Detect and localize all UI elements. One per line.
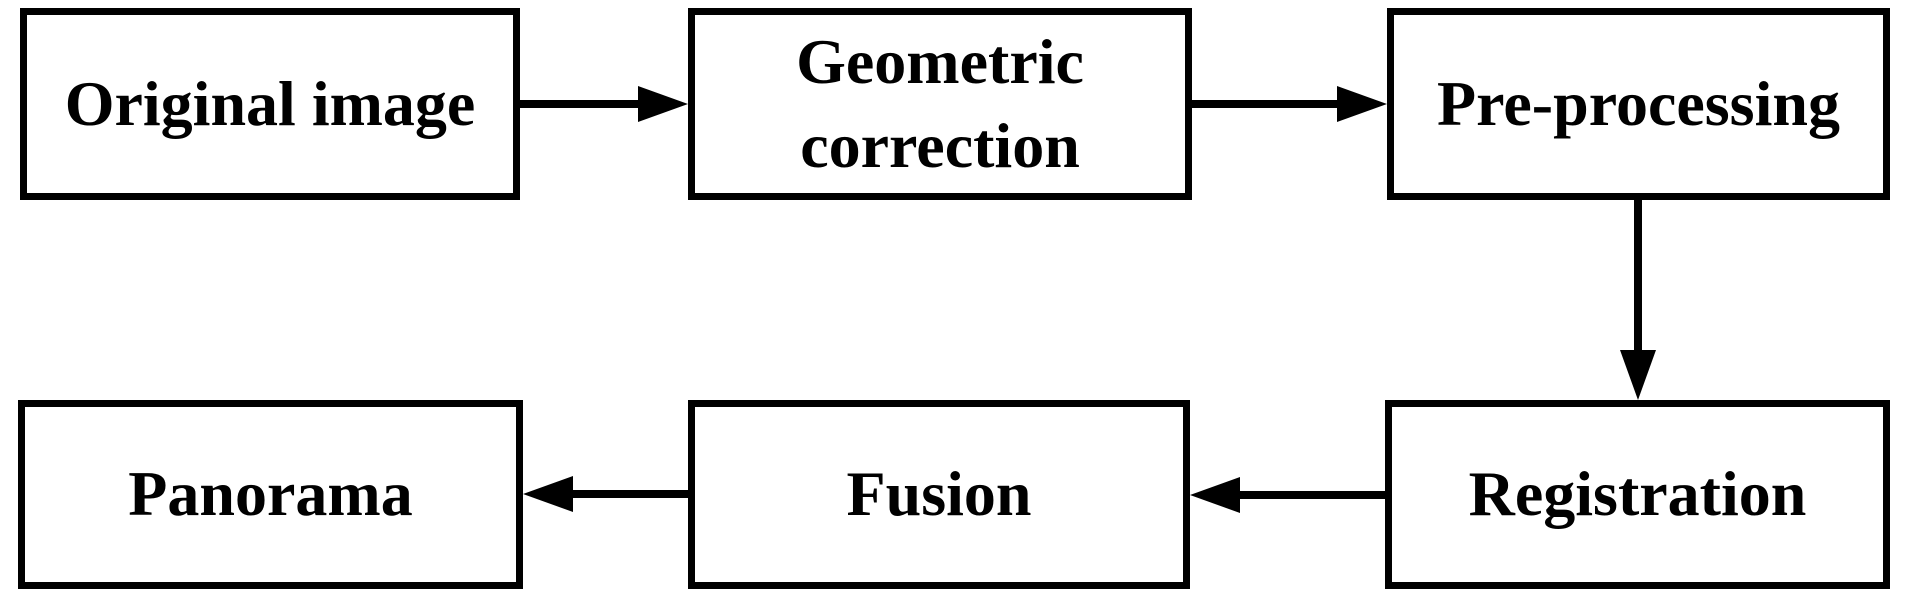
node-original-image: Original image [20,8,520,200]
node-panorama-label: Panorama [128,458,413,530]
node-pre-processing: Pre-processing [1387,8,1890,200]
arrow-registration-to-fusion [1190,477,1385,513]
arrow-original-to-geometric [520,86,688,122]
node-fusion-label: Fusion [846,458,1032,530]
arrow-fusion-to-panorama [523,476,688,512]
node-registration: Registration [1385,400,1890,589]
node-original-image-label: Original image [64,67,476,139]
node-pre-processing-label: Pre-processing [1437,67,1840,139]
node-geometric-correction: Geometric correction [688,8,1192,200]
node-fusion: Fusion [688,400,1190,589]
node-panorama: Panorama [18,400,523,589]
node-geometric-correction-label: Geometric correction [796,25,1084,181]
arrow-preprocessing-to-registration [1620,200,1656,400]
arrow-geometric-to-preprocessing [1192,86,1387,122]
node-registration-label: Registration [1468,458,1807,530]
